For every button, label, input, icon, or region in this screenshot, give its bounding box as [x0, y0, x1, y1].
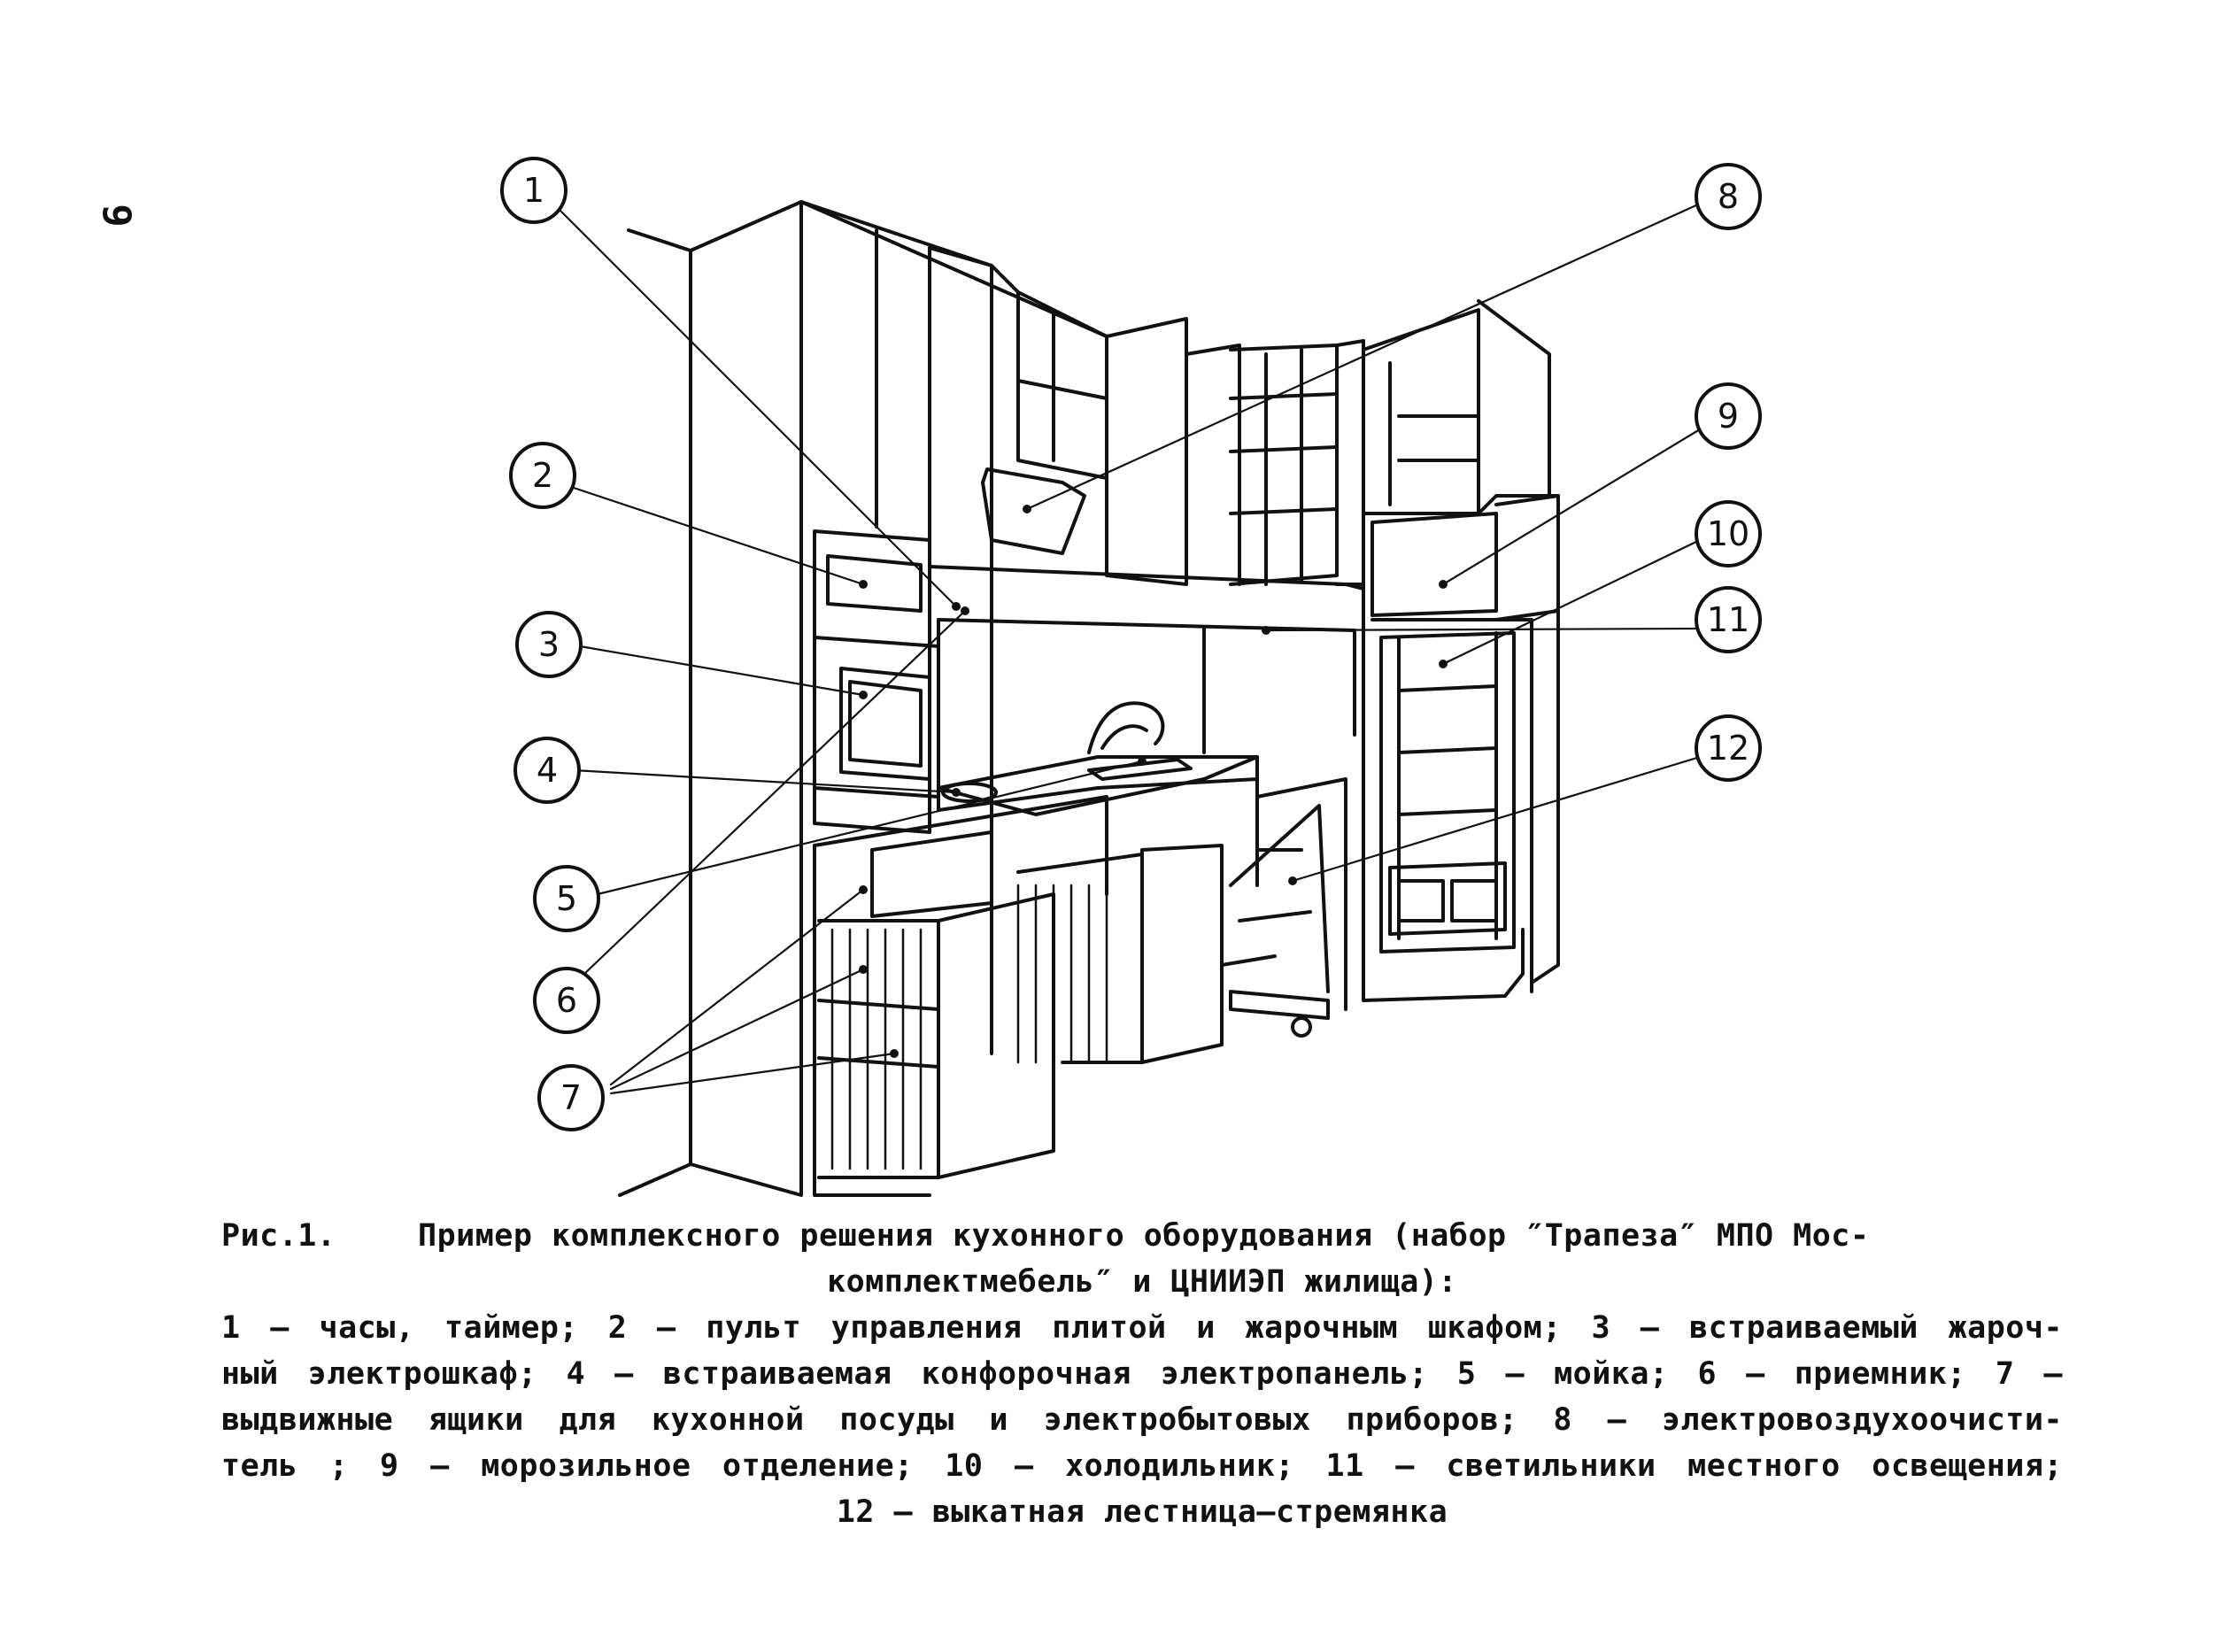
callout-number-9: 9 [1718, 397, 1739, 436]
ceiling-line [689, 200, 1108, 338]
tall-column-front [689, 200, 803, 1197]
corner-upper-cabinet [1362, 308, 1480, 515]
refrigerator [1379, 631, 1516, 953]
leader-6 [583, 609, 967, 976]
leader-2 [569, 485, 865, 586]
callout-circle-4 [513, 737, 581, 804]
figure-caption: Рис.1. Пример комплексного решения кухон… [221, 1213, 2063, 1535]
leader-1 [556, 206, 958, 608]
wall-edge-line [618, 228, 692, 1197]
leader-7c [609, 1052, 896, 1095]
callout-number-11: 11 [1707, 600, 1749, 639]
backsplash [937, 618, 1356, 737]
callout-number-6: 6 [556, 981, 577, 1020]
step-ladder [1229, 804, 1330, 993]
freezer-compartment [1371, 512, 1498, 617]
drawer-front-right [1140, 844, 1224, 1064]
callout-circle-7 [537, 1064, 605, 1131]
callout-number-3: 3 [538, 625, 560, 664]
callout-circle-11 [1695, 586, 1762, 653]
callout-circle-2 [509, 442, 576, 509]
upper-cabinet-1 [990, 264, 1108, 480]
callout-number-5: 5 [556, 879, 577, 918]
caption-title-line-2: комплектмебель″ и ЦНИИЭП жилища): [827, 1264, 1457, 1300]
leader-11 [1264, 627, 1702, 632]
callout-circle-5 [533, 865, 600, 932]
legend-line-5: 12 – выкатная лестница–стремянка [836, 1494, 1448, 1530]
open-shelf-unit [1229, 344, 1339, 586]
callout-number-8: 8 [1718, 177, 1739, 216]
leader-9 [1441, 428, 1702, 586]
callout-circle-6 [533, 967, 600, 1034]
callout-circle-1 [500, 157, 568, 224]
leader-7a [609, 888, 865, 1086]
callout-number-12: 12 [1707, 729, 1749, 768]
tall-column-side [799, 200, 993, 1055]
leader-8 [1025, 202, 1702, 511]
built-in-oven [839, 667, 931, 781]
leader-4 [572, 768, 958, 794]
leader-5 [596, 760, 1144, 896]
callout-circle-8 [1695, 163, 1762, 230]
callout-circle-9 [1695, 382, 1762, 450]
callout-number-7: 7 [560, 1078, 582, 1117]
pull-out-drawer-top [870, 830, 993, 918]
drawer-unit-left [817, 919, 940, 1179]
caption-title-line-1: Пример комплексного решения кухонного об… [418, 1218, 1870, 1254]
leader-10 [1441, 538, 1702, 666]
control-panel [826, 554, 923, 613]
sink [1087, 758, 1193, 781]
leader-3 [578, 645, 865, 697]
legend-line-2: ный электрошкаф; 4 – встраиваемая конфор… [221, 1356, 2063, 1392]
leader-7b [609, 968, 865, 1091]
legend-line-4: тель ; 9 – морозильное отделение; 10 – х… [221, 1448, 2063, 1484]
callout-number-4: 4 [537, 751, 558, 790]
callout-number-10: 10 [1707, 514, 1749, 553]
range-hood [981, 467, 1086, 555]
callout-number-1: 1 [523, 171, 544, 210]
legend-line-3: выдвижные ящики для кухонной посуды и эл… [221, 1402, 2063, 1438]
callout-circle-3 [515, 611, 583, 678]
upper-open-door [1105, 317, 1188, 586]
faucet [1087, 701, 1165, 754]
callout-number-2: 2 [532, 456, 553, 495]
figure-label: Рис.1. [221, 1218, 336, 1254]
callout-circle-12 [1695, 714, 1762, 782]
callout-circle-10 [1695, 500, 1762, 567]
legend-line-1: 1 – часы, таймер; 2 – пульт управления п… [221, 1310, 2063, 1346]
leader-12 [1291, 755, 1702, 883]
